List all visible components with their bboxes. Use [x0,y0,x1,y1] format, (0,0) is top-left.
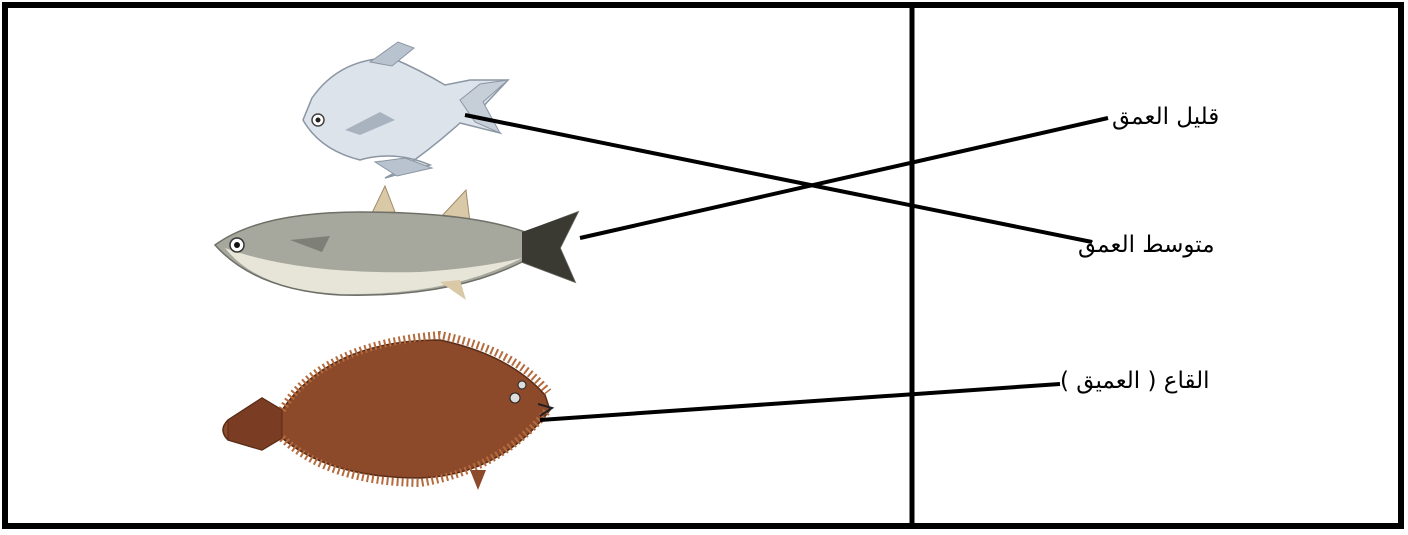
match-line-flounder [539,382,1061,422]
match-line-mullet [579,116,1109,240]
match-line-pomfret [464,113,1093,244]
label-deep: القاع ( العميق ) [1060,368,1210,394]
label-shallow: قليل العمق [1112,104,1220,130]
silver-pomfret-icon [302,41,510,179]
flounder-icon [222,330,555,490]
grey-mullet-icon [213,184,580,300]
label-medium: متوسط العمق [1078,232,1215,258]
